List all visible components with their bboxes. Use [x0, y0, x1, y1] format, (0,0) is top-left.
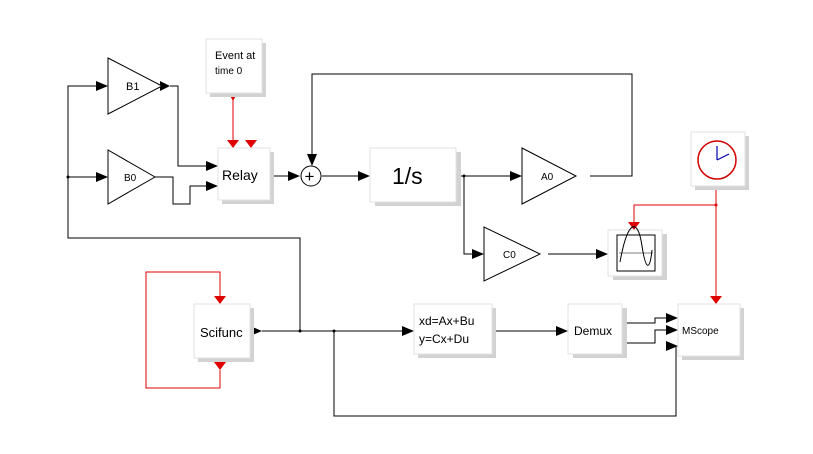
link-scifunc-loop[interactable]	[145, 271, 221, 389]
sum-block[interactable]: +	[300, 165, 322, 187]
event-at-time-block[interactable]: Event at time 0	[205, 38, 266, 97]
link-clock-scope[interactable]	[633, 190, 717, 222]
sum-symbol: +	[305, 167, 315, 186]
demux-label: Demux	[574, 324, 612, 338]
b1-label: B1	[126, 81, 139, 93]
gain-block-b0[interactable]: B0	[107, 149, 157, 205]
event-label-line2: time 0	[215, 66, 243, 77]
gain-block-a0[interactable]: A0	[521, 147, 578, 205]
integrator-label: 1/s	[392, 163, 423, 189]
link-demux-mscope-2[interactable]	[625, 329, 668, 344]
c0-label: C0	[503, 250, 516, 261]
statespace-label-line2: y=Cx+Du	[419, 332, 469, 346]
link-integrator-c0[interactable]	[463, 176, 474, 255]
mscope-label: MScope	[682, 326, 719, 337]
link-b0-relay[interactable]	[155, 176, 208, 205]
scope-block[interactable]	[607, 226, 667, 280]
relay-block[interactable]: Relay	[217, 147, 274, 204]
split-points	[66, 174, 718, 333]
mscope-block[interactable]: MScope	[677, 303, 744, 360]
demux-block[interactable]: Demux	[567, 303, 627, 358]
event-label-line1: Event at	[215, 50, 255, 62]
statespace-block[interactable]: xd=Ax+Bu y=Cx+Du	[413, 303, 496, 358]
signal-arrowheads	[96, 81, 678, 351]
link-feedback-bus[interactable]	[67, 85, 301, 331]
link-a0-sum[interactable]	[311, 73, 633, 177]
clock-block[interactable]	[690, 131, 749, 190]
statespace-label-line1: xd=Ax+Bu	[419, 314, 474, 328]
integrator-block[interactable]: 1/s	[369, 147, 461, 206]
signal-links	[67, 73, 677, 417]
link-demux-mscope-1[interactable]	[625, 317, 668, 324]
link-b1-relay[interactable]	[170, 85, 208, 167]
a0-label: A0	[541, 172, 554, 183]
gain-block-c0[interactable]: C0	[483, 226, 542, 282]
scifunc-label: Scifunc	[200, 325, 243, 340]
gain-block-b1[interactable]: B1	[107, 57, 164, 115]
b0-label: B0	[124, 173, 137, 184]
relay-label: Relay	[222, 167, 258, 183]
event-links	[145, 95, 717, 389]
scifunc-block[interactable]: Scifunc	[193, 303, 254, 362]
